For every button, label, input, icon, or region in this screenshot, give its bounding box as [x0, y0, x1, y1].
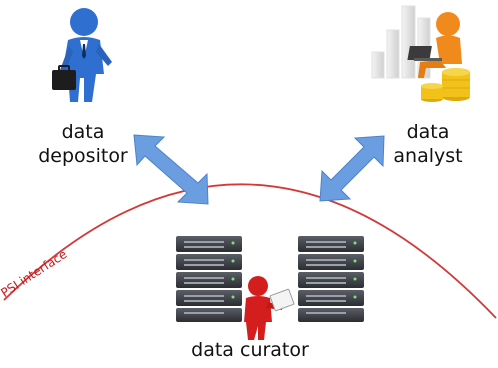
curator-label: data curator: [191, 339, 309, 361]
double-arrow-analyst: [319, 135, 385, 202]
double-arrow-depositor: [133, 134, 209, 205]
businessman-with-briefcase-icon: [52, 8, 112, 102]
analyst-label: data analyst: [368, 120, 488, 168]
server-rack-right-icon: [298, 236, 364, 322]
psi-interface-curve: [3, 183, 497, 319]
curator-with-clipboard-icon: [244, 276, 295, 340]
analyst-label-line1: data: [406, 121, 450, 143]
analyst-label-line2: analyst: [393, 145, 463, 167]
depositor-label: data depositor: [18, 120, 148, 168]
depositor-label-line1: data: [61, 121, 105, 143]
server-rack-left-icon: [176, 236, 242, 322]
depositor-label-line2: depositor: [38, 145, 128, 167]
analyst-with-laptop-on-coins-icon: [371, 5, 470, 102]
